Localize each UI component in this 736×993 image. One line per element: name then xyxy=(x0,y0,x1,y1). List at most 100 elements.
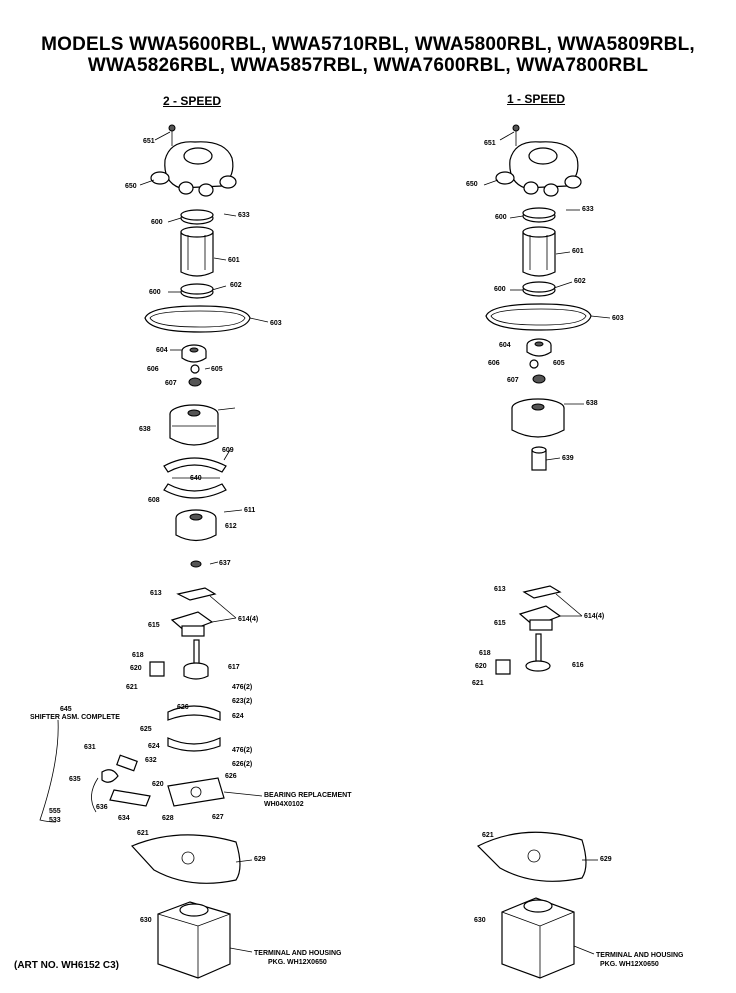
bearing-replacement-note: BEARING REPLACEMENT xyxy=(264,792,352,799)
page-title-line-1: MODELS WWA5600RBL, WWA5710RBL, WWA5800RB… xyxy=(41,34,695,55)
part-label: 621 xyxy=(137,830,149,837)
part-label: 620 xyxy=(152,781,164,788)
part-label: 604 xyxy=(499,342,511,349)
pulley-small-left xyxy=(181,344,207,363)
mounting-plate-right xyxy=(476,831,587,882)
part-label: 621 xyxy=(482,832,494,839)
part-label: 638 xyxy=(139,426,151,433)
part-label: 601 xyxy=(572,248,584,255)
shifter-number-label: 645 xyxy=(60,706,72,713)
page-title-line-2: WWA5826RBL, WWA5857RBL, WWA7600RBL, WWA7… xyxy=(87,55,649,76)
column-heading-2-speed: 2 - SPEED xyxy=(163,94,222,108)
part-label: 629 xyxy=(254,856,266,863)
part-label: 476(2) xyxy=(232,747,253,754)
shifter-leader-line xyxy=(39,719,59,823)
motor-right xyxy=(501,897,575,979)
part-label: 602 xyxy=(230,282,242,289)
part-label: 626(2) xyxy=(232,761,253,768)
part-label: 600 xyxy=(149,289,161,296)
shaft-hub-left xyxy=(183,639,209,680)
drive-belt-left xyxy=(144,305,251,333)
terminal-housing-pkg-right: PKG. WH12X0650 xyxy=(600,961,659,968)
part-label: 600 xyxy=(495,214,507,221)
part-label: 620 xyxy=(475,663,487,670)
pulley-small-right xyxy=(526,338,552,357)
part-label: 621 xyxy=(472,680,484,687)
terminal-housing-pkg-left: PKG. WH12X0650 xyxy=(268,959,327,966)
part-label: 634 xyxy=(118,815,130,822)
part-label: 639 xyxy=(562,455,574,462)
art-number: (ART NO. WH6152 C3) xyxy=(14,960,120,971)
clamp-ring-upper-left xyxy=(180,209,214,225)
part-label: 624 xyxy=(148,743,160,750)
part-label: 606 xyxy=(147,366,159,373)
clutch-drum-left xyxy=(169,404,219,446)
cam-plates-left xyxy=(167,705,221,752)
part-label: 533 xyxy=(49,817,61,824)
part-label: 476(2) xyxy=(232,684,253,691)
part-label: 636 xyxy=(96,804,108,811)
part-label: 618 xyxy=(479,650,491,657)
part-label: 613 xyxy=(150,590,162,597)
leader-lines xyxy=(139,131,611,955)
drive-belt-right xyxy=(485,303,592,331)
part-label: 608 xyxy=(148,497,160,504)
retaining-ring-right xyxy=(529,359,539,369)
part-label: 640 xyxy=(190,475,202,482)
pump-assembly-left xyxy=(150,124,237,197)
shifter-assembly xyxy=(91,754,151,813)
part-label: 651 xyxy=(143,138,155,145)
clip-bracket-left xyxy=(149,661,165,677)
clamp-ring-upper-right xyxy=(522,207,556,223)
retaining-ring-left xyxy=(190,364,200,374)
part-label: 650 xyxy=(125,183,137,190)
part-label: 616 xyxy=(572,662,584,669)
mounting-plate-left xyxy=(130,834,241,884)
part-label: 632 xyxy=(145,757,157,764)
part-label: 600 xyxy=(494,286,506,293)
clip-bracket-right xyxy=(495,659,511,675)
brake-shoes-left xyxy=(163,457,227,499)
part-label: 638 xyxy=(586,400,598,407)
gear-plate-left xyxy=(167,777,225,807)
part-label: 631 xyxy=(84,744,96,751)
part-label: 650 xyxy=(466,181,478,188)
part-label: 612 xyxy=(225,523,237,530)
part-label: 607 xyxy=(165,380,177,387)
brake-pad-assembly-right xyxy=(518,605,562,631)
motor-left xyxy=(157,901,231,979)
part-label: 625 xyxy=(140,726,152,733)
part-label: 615 xyxy=(494,620,506,627)
part-label: 604 xyxy=(156,347,168,354)
part-label: 637 xyxy=(219,560,231,567)
part-label: 651 xyxy=(484,140,496,147)
bushing-right xyxy=(531,446,547,471)
part-label: 603 xyxy=(270,320,282,327)
part-label: 621 xyxy=(126,684,138,691)
spring-bracket-left xyxy=(176,587,217,601)
part-label: 555 xyxy=(49,808,61,815)
brake-pad-assembly-left xyxy=(170,611,214,637)
part-label: 615 xyxy=(148,622,160,629)
part-label: 630 xyxy=(474,917,486,924)
clamp-ring-lower-right xyxy=(522,281,556,297)
part-label: 623(2) xyxy=(232,698,253,705)
part-label: 614(4) xyxy=(584,613,605,620)
spring-bracket-right xyxy=(522,585,562,599)
part-label: 626 xyxy=(225,773,237,780)
terminal-housing-note-left: TERMINAL AND HOUSING xyxy=(254,950,342,957)
part-label: 607 xyxy=(507,377,519,384)
part-label: 605 xyxy=(211,366,223,373)
hose-sleeve-right xyxy=(522,226,556,277)
part-label: 633 xyxy=(582,206,594,213)
part-label: 620 xyxy=(130,665,142,672)
part-label: 603 xyxy=(612,315,624,322)
part-label: 605 xyxy=(553,360,565,367)
pump-assembly-right xyxy=(495,124,582,197)
part-label: 618 xyxy=(132,652,144,659)
clamp-ring-lower-left xyxy=(180,283,214,299)
column-heading-1-speed: 1 - SPEED xyxy=(507,92,566,106)
part-label: 635 xyxy=(69,776,81,783)
nut-left xyxy=(188,377,202,387)
